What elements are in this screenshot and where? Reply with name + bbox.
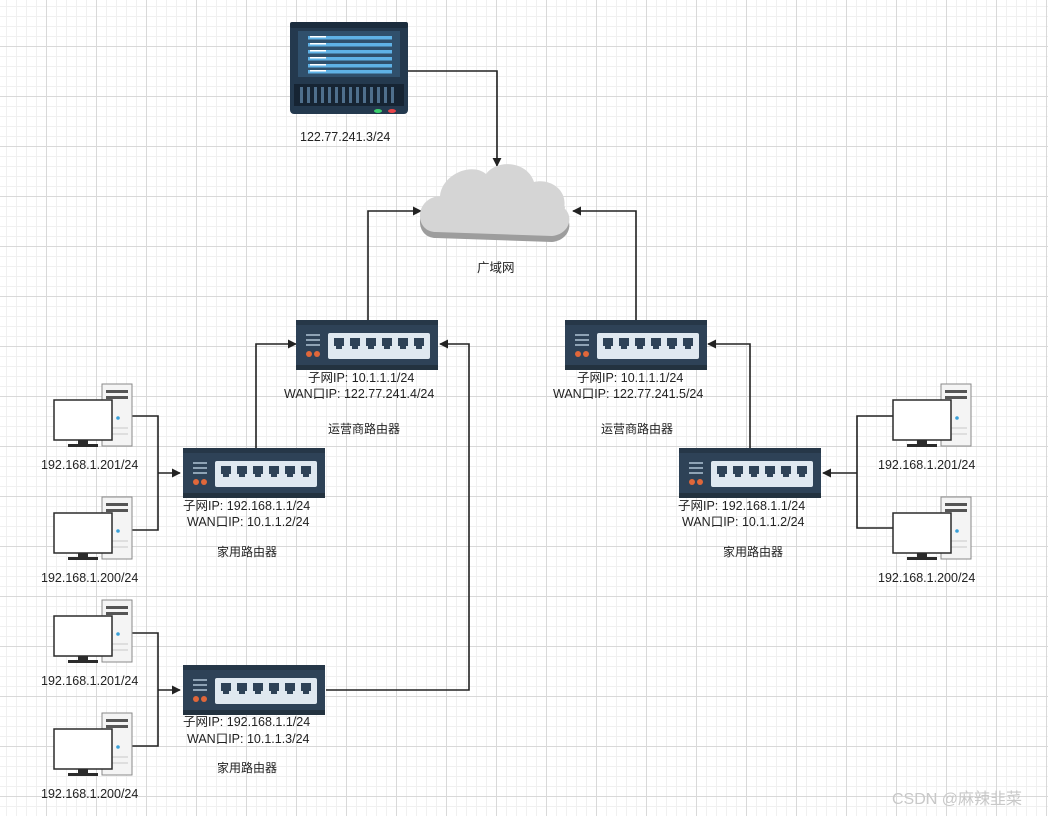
isp-router-right-icon [565,320,707,370]
isp-router-left-icon [296,320,438,370]
home-left-2-to-isp-link [326,339,470,691]
server [290,22,408,114]
home-router-left-1-icon [183,448,325,498]
home-right-name: 家用路由器 [723,544,783,559]
home-left-1-to-isp-link [255,339,297,449]
home-right-wan: WAN口IP: 10.1.1.2/24 [682,515,805,529]
pc-links-left-1 [132,415,180,531]
pc-links-right [823,415,893,529]
isp-left-name: 运营商路由器 [328,421,400,436]
isp-right-subnet: 子网IP: 10.1.1.1/24 [577,371,683,385]
home-right-to-isp-link [707,339,751,449]
isp-right-to-cloud-link [572,206,637,321]
home-left-2-name: 家用路由器 [217,760,277,775]
pc-left-2a-ip: 192.168.1.201/24 [41,674,138,688]
isp-right-name: 运营商路由器 [601,421,673,436]
isp-right-wan: WAN口IP: 122.77.241.5/24 [553,387,703,401]
home-router-right-icon [679,448,821,498]
home-left-1-name: 家用路由器 [217,544,277,559]
isp-left-to-cloud-link [367,206,422,321]
pc-left-2b-ip: 192.168.1.200/24 [41,787,138,801]
pc-left-2a-icon [53,599,133,664]
isp-left-subnet: 子网IP: 10.1.1.1/24 [308,371,414,385]
cloud-icon [419,164,570,242]
home-router-left-2-icon [183,665,325,715]
isp-left-wan: WAN口IP: 122.77.241.4/24 [284,387,434,401]
home-right-subnet: 子网IP: 192.168.1.1/24 [678,499,805,513]
pc-right-a-ip: 192.168.1.201/24 [878,458,975,472]
pc-left-1b-icon [53,496,133,561]
server-ip-label: 122.77.241.3/24 [300,130,390,144]
pc-right-b-icon [892,496,972,561]
pc-links-left-2 [132,632,180,747]
connectors [132,70,893,747]
home-left-1-subnet: 子网IP: 192.168.1.1/24 [183,499,310,513]
home-left-2-wan: WAN口IP: 10.1.1.3/24 [187,732,310,746]
pc-left-1b-ip: 192.168.1.200/24 [41,571,138,585]
server-to-cloud-link [408,70,502,167]
home-left-2-subnet: 子网IP: 192.168.1.1/24 [183,715,310,729]
cloud-label: 广域网 [477,261,515,275]
pc-left-1a-icon [53,383,133,448]
home-left-1-wan: WAN口IP: 10.1.1.2/24 [187,515,310,529]
pc-left-2b-icon [53,712,133,777]
pc-right-b-ip: 192.168.1.200/24 [878,571,975,585]
pc-right-a-icon [892,383,972,448]
pc-left-1a-ip: 192.168.1.201/24 [41,458,138,472]
watermark: CSDN @麻辣韭菜 [892,790,1022,808]
